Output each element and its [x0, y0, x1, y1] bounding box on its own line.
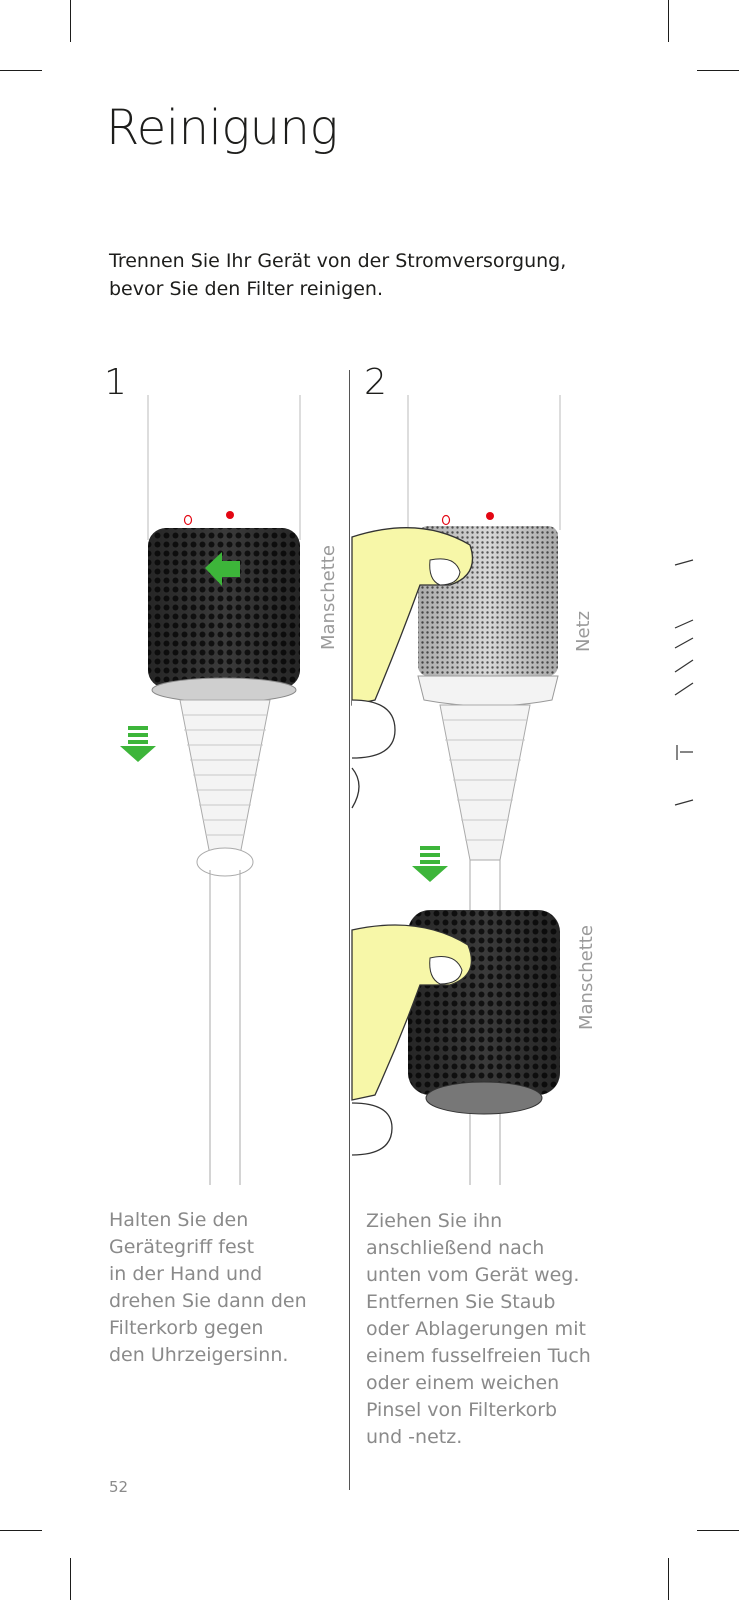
step-2-caption-line: Ziehen Sie ihn [366, 1210, 503, 1232]
crop-mark-top-right-h [697, 70, 739, 71]
step-1-caption-line: drehen Sie dann den [109, 1290, 307, 1312]
step-2-caption-line: oder Ablagerungen mit [366, 1318, 586, 1340]
intro-line-1: Trennen Sie Ihr Gerät von der Stromverso… [109, 250, 567, 272]
intro-line-2: bevor Sie den Filter reinigen. [109, 278, 383, 300]
step-1-caption-line: Gerätegriff fest [109, 1236, 255, 1258]
crop-mark-top-left-v [70, 0, 71, 42]
step-2-caption-line: unten vom Gerät weg. [366, 1264, 580, 1286]
margin-marks [674, 559, 694, 806]
crop-mark-bottom-left-v [70, 1558, 71, 1600]
step-1-number: 1 [104, 362, 127, 403]
step-2-caption-line: anschließend nach [366, 1237, 545, 1259]
step-2-number: 2 [364, 362, 387, 403]
step-2-caption: Ziehen Sie ihn anschließend nach unten v… [366, 1208, 626, 1451]
step2-cuff-removed [351, 910, 560, 1156]
crop-mark-top-left-h [0, 70, 42, 71]
crop-mark-bottom-right-h [697, 1530, 739, 1531]
page-title: Reinigung [106, 100, 338, 156]
column-divider [349, 370, 350, 1490]
page-number: 52 [109, 1478, 129, 1496]
step-2-caption-line: und -netz. [366, 1426, 463, 1448]
step-2-caption-line: einem fusselfreien Tuch [366, 1345, 591, 1367]
step-2-cuff-label: Manschette [576, 925, 597, 1030]
step-1-caption-line: Filterkorb gegen [109, 1317, 264, 1339]
intro-text: Trennen Sie Ihr Gerät von der Stromverso… [109, 247, 629, 303]
crop-mark-bottom-right-v [668, 1558, 669, 1600]
step-1-cuff-label: Manschette [318, 545, 339, 650]
step-1-caption: Halten Sie den Gerätegriff fest in der H… [109, 1207, 339, 1369]
step2-device-top [351, 395, 561, 1185]
step-2-mesh-label: Netz [573, 610, 594, 652]
step-2-caption-line: oder einem weichen [366, 1372, 560, 1394]
step1-device [120, 395, 301, 1185]
step-2-caption-line: Entfernen Sie Staub [366, 1291, 556, 1313]
step-1-caption-line: den Uhrzeigersinn. [109, 1344, 289, 1366]
step-1-caption-line: in der Hand und [109, 1263, 263, 1285]
crop-mark-top-right-v [668, 0, 669, 42]
crop-mark-bottom-left-h [0, 1530, 42, 1531]
step-2-caption-line: Pinsel von Filterkorb [366, 1399, 558, 1421]
step-1-caption-line: Halten Sie den [109, 1209, 249, 1231]
